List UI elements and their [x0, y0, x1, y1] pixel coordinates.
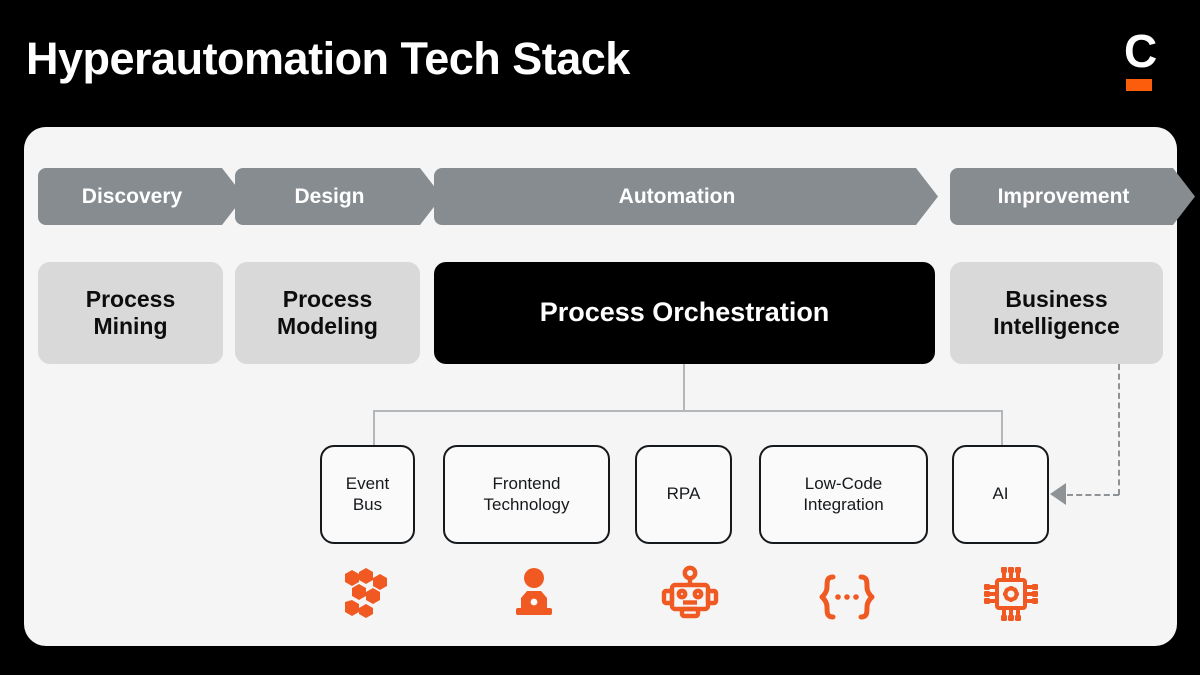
- tool-process-mining[interactable]: Process Mining: [38, 262, 223, 364]
- tool-business-intelligence-line1: Business: [1005, 285, 1108, 312]
- camunda-logo: C: [1124, 25, 1158, 91]
- component-frontend-technology[interactable]: Frontend Technology: [443, 445, 610, 544]
- connector-drop-event-bus: [373, 410, 375, 445]
- diagram-card: Discovery Design Automation Improvement …: [24, 127, 1177, 646]
- connector-dashed-bi-horizontal: [1067, 494, 1119, 496]
- connector-dashed-bi-vertical: [1118, 364, 1120, 495]
- phase-improvement-label: Improvement: [997, 184, 1130, 208]
- tool-process-mining-line2: Mining: [93, 313, 168, 339]
- component-event-bus-line1: Event: [345, 473, 390, 493]
- tool-business-intelligence-line2: Intelligence: [993, 313, 1120, 339]
- component-low-code-integration[interactable]: Low-Code Integration: [759, 445, 928, 544]
- connector-horizontal-bus: [373, 410, 1003, 412]
- connector-arrowhead-ai: [1050, 483, 1066, 505]
- robot-icon: [660, 565, 720, 623]
- phase-design[interactable]: Design: [235, 168, 442, 225]
- phase-improvement[interactable]: Improvement: [950, 168, 1195, 225]
- component-ai-label: AI: [992, 484, 1009, 504]
- tool-process-mining-line1: Process: [85, 285, 176, 312]
- tool-process-modeling-line2: Modeling: [277, 313, 378, 339]
- tool-process-orchestration[interactable]: Process Orchestration: [434, 262, 935, 364]
- component-rpa-label: RPA: [666, 484, 701, 504]
- component-low-code-integration-line2: Integration: [803, 494, 884, 514]
- component-frontend-technology-line2: Technology: [483, 494, 570, 514]
- phase-automation-label: Automation: [618, 184, 736, 208]
- component-rpa[interactable]: RPA: [635, 445, 732, 544]
- connector-drop-ai: [1001, 410, 1003, 445]
- phase-discovery[interactable]: Discovery: [38, 168, 244, 225]
- component-frontend-technology-line1: Frontend: [492, 473, 561, 493]
- component-event-bus-line2: Bus: [352, 494, 383, 514]
- hexagon-cluster-icon: [338, 564, 398, 624]
- logo-accent-bar: [1126, 79, 1152, 91]
- tool-business-intelligence[interactable]: Business Intelligence: [950, 262, 1163, 364]
- phase-automation[interactable]: Automation: [434, 168, 938, 225]
- component-low-code-integration-line1: Low-Code: [804, 473, 883, 493]
- connector-orchestration-stem: [683, 364, 685, 411]
- phase-discovery-label: Discovery: [81, 184, 183, 208]
- person-laptop-icon: [505, 564, 563, 622]
- tool-process-orchestration-label: Process Orchestration: [539, 297, 830, 328]
- page-title: Hyperautomation Tech Stack: [26, 33, 630, 84]
- logo-letter: C: [1124, 25, 1158, 77]
- curly-braces-icon: [815, 573, 879, 621]
- component-ai[interactable]: AI: [952, 445, 1049, 544]
- microchip-icon: [980, 564, 1042, 624]
- tool-process-modeling-line1: Process: [282, 285, 373, 312]
- phase-design-label: Design: [294, 184, 365, 208]
- component-event-bus[interactable]: Event Bus: [320, 445, 415, 544]
- tool-process-modeling[interactable]: Process Modeling: [235, 262, 420, 364]
